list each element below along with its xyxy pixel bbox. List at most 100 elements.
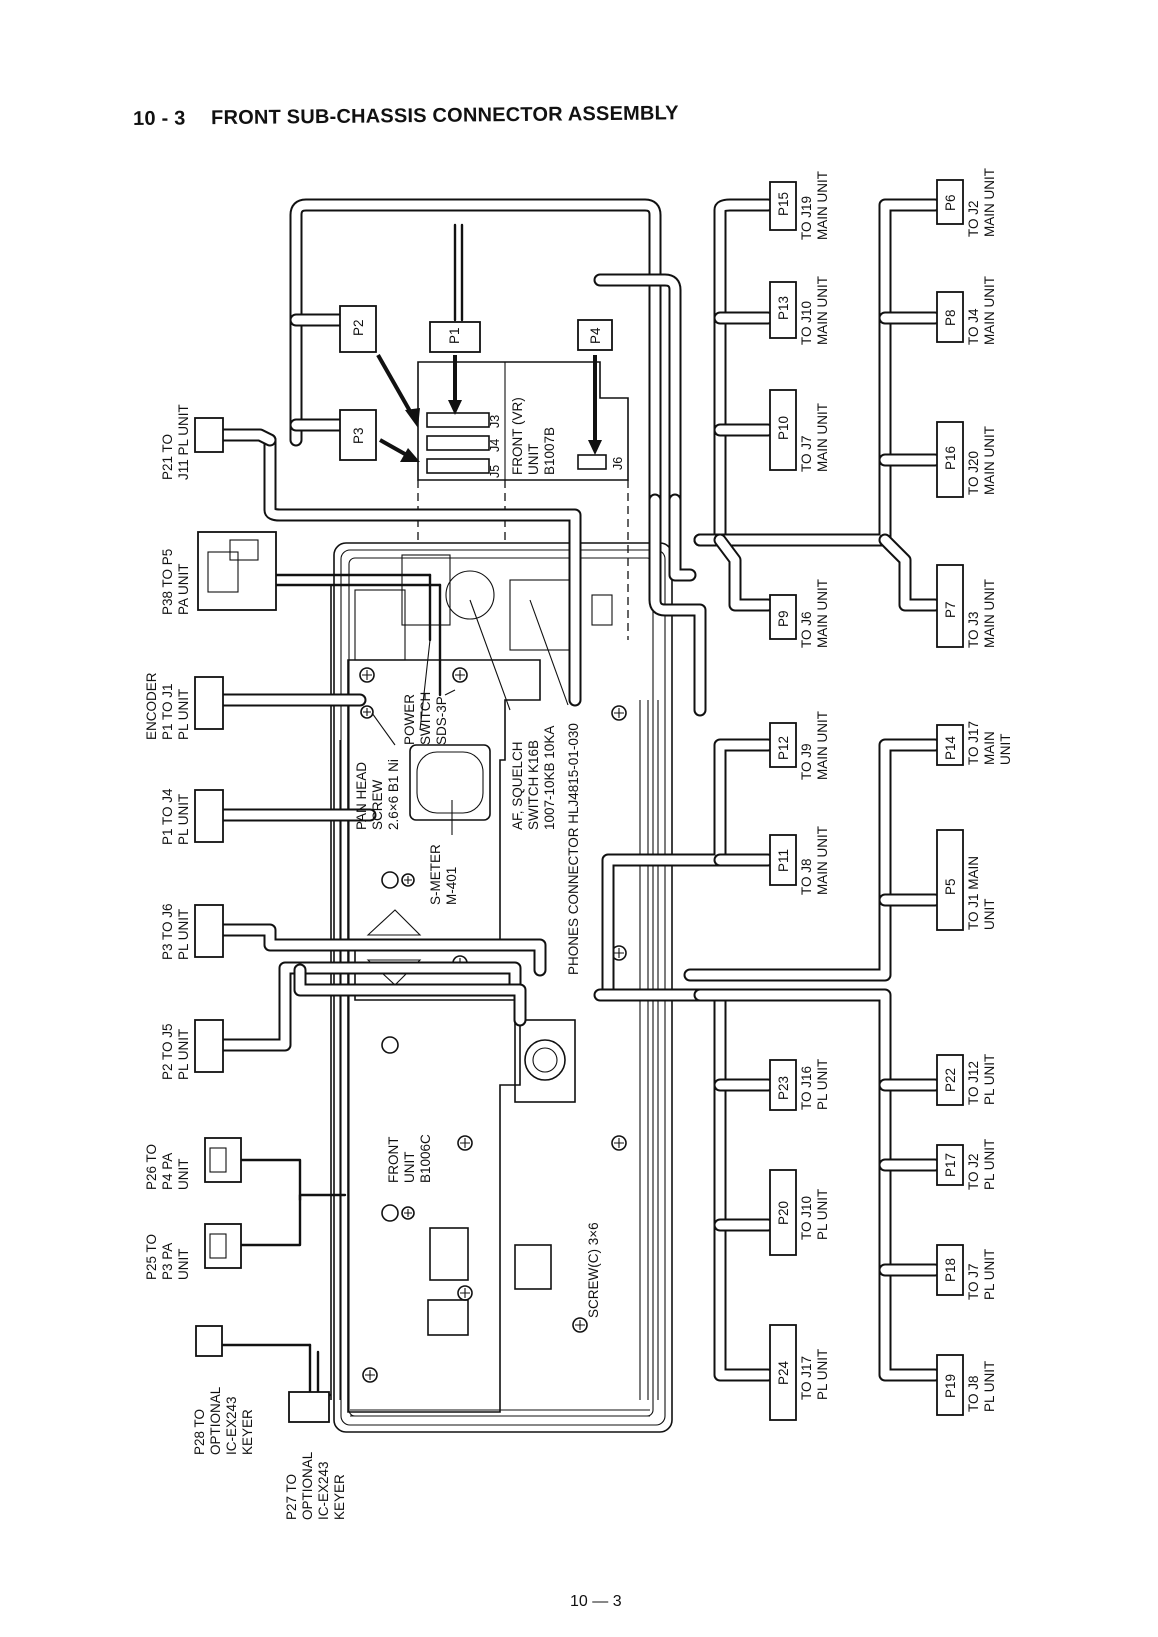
screw-icon bbox=[611, 1135, 627, 1151]
diagram-label: M-401 bbox=[444, 867, 459, 905]
diagram-label: SCREW(C) 3×6 bbox=[586, 1222, 601, 1318]
plug-p2: P2 bbox=[339, 305, 377, 353]
diagram-label: ENCODER bbox=[144, 672, 159, 740]
diagram-label: B1007B bbox=[542, 427, 557, 475]
diagram-label: PL UNIT bbox=[176, 1029, 191, 1080]
diagram-label: J11 PL UNIT bbox=[176, 404, 191, 480]
diagram-label: TO J17 bbox=[966, 721, 981, 765]
diagram-label: MAIN UNIT bbox=[815, 826, 830, 895]
diagram-label: P24 bbox=[776, 1360, 791, 1385]
jack-j3: J3 bbox=[488, 415, 502, 428]
diagram-label: MAIN UNIT bbox=[982, 276, 997, 345]
diagram-label: SWITCH bbox=[418, 692, 433, 745]
diagram-label: P4 PA bbox=[160, 1153, 175, 1190]
diagram-label: PL UNIT bbox=[176, 909, 191, 960]
diagram-label: TO J8 bbox=[799, 858, 814, 895]
diagram-label: P17 bbox=[943, 1153, 958, 1177]
diagram-label: P10 bbox=[776, 416, 791, 440]
diagram-label: PL UNIT bbox=[815, 1189, 830, 1240]
diagram-label: P26 TO bbox=[144, 1144, 159, 1190]
diagram-label: TO J6 bbox=[799, 611, 814, 648]
diagram-label: S-METER bbox=[428, 844, 443, 905]
diagram-label: TO J3 bbox=[966, 611, 981, 648]
screw-icon bbox=[401, 873, 415, 887]
screw-icon bbox=[360, 705, 374, 719]
diagram-label: P4 bbox=[588, 327, 603, 344]
front-vr-unit bbox=[417, 361, 629, 640]
diagram-label: PL UNIT bbox=[982, 1361, 997, 1412]
diagram-label: P21 TO bbox=[160, 434, 175, 480]
diagram-label: IC-EX243 bbox=[316, 1461, 331, 1520]
diagram-label: FRONT (VR) bbox=[510, 397, 525, 475]
diagram-label: PL UNIT bbox=[982, 1139, 997, 1190]
diagram-label: P6 bbox=[943, 194, 958, 211]
diagram-label: P1 TO J4 bbox=[160, 788, 175, 845]
diagram-label: UNIT bbox=[526, 444, 541, 476]
diagram-label: MAIN UNIT bbox=[815, 711, 830, 780]
diagram-label: P7 bbox=[943, 601, 958, 618]
diagram-label: SDS-3P bbox=[434, 696, 449, 745]
plug-p3: P3 bbox=[339, 409, 377, 461]
diagram-label: B1006C bbox=[418, 1134, 433, 1183]
diagram-label: TO J10 bbox=[799, 1196, 814, 1240]
diagram-label: P2 bbox=[351, 319, 366, 336]
diagram-label: TO J1 MAIN bbox=[966, 856, 981, 930]
screw-icon bbox=[452, 667, 468, 683]
diagram-label: PL UNIT bbox=[982, 1249, 997, 1300]
diagram-label: P1 TO J1 bbox=[160, 683, 175, 740]
diagram-label: P23 bbox=[776, 1076, 791, 1100]
diagram-label: MAIN UNIT bbox=[982, 579, 997, 648]
jack-j5: J5 bbox=[488, 465, 502, 478]
page-number: 10 — 3 bbox=[570, 1593, 622, 1610]
cable-harness bbox=[215, 198, 942, 1397]
diagram-label: P38 TO P5 bbox=[160, 549, 175, 615]
diagram-label: UNIT bbox=[982, 899, 997, 931]
diagram-label: PL UNIT bbox=[815, 1349, 830, 1400]
diagram-label: TO J2 bbox=[966, 1153, 981, 1190]
diagram-label: MAIN UNIT bbox=[815, 171, 830, 240]
jack-j4: J4 bbox=[488, 439, 502, 452]
diagram-label: PL UNIT bbox=[815, 1059, 830, 1110]
diagram-label: P14 bbox=[943, 735, 958, 760]
diagram-label: TO J7 bbox=[799, 435, 814, 472]
diagram-label: TO J17 bbox=[799, 1356, 814, 1400]
diagram-label: TO J16 bbox=[799, 1066, 814, 1110]
diagram-label: MAIN UNIT bbox=[982, 426, 997, 495]
diagram-label: P28 TO bbox=[192, 1409, 207, 1455]
screw-icon bbox=[359, 667, 375, 683]
diagram-label: P27 TO bbox=[284, 1474, 299, 1520]
diagram-label: MAIN bbox=[982, 731, 997, 765]
diagram-label: MAIN UNIT bbox=[982, 168, 997, 237]
screw-icon bbox=[362, 1367, 378, 1383]
diagram-label: P22 bbox=[943, 1068, 958, 1092]
diagram-label: P20 bbox=[776, 1201, 791, 1225]
diagram-label: PL UNIT bbox=[176, 689, 191, 740]
diagram-label: P3 PA bbox=[160, 1243, 175, 1280]
diagram-label: MAIN UNIT bbox=[815, 579, 830, 648]
diagram-label: P12 bbox=[776, 736, 791, 760]
diagram-label: PAN HEAD bbox=[354, 762, 369, 830]
diagram-label: TO J10 bbox=[799, 301, 814, 345]
diagram-label: P13 bbox=[776, 296, 791, 320]
diagram-label: POWER bbox=[402, 694, 417, 745]
diagram-label: P25 TO bbox=[144, 1234, 159, 1280]
diagram-label: OPTIONAL bbox=[300, 1451, 315, 1520]
diagram-label: P18 bbox=[943, 1258, 958, 1282]
diagram-label: FRONT bbox=[386, 1137, 401, 1184]
